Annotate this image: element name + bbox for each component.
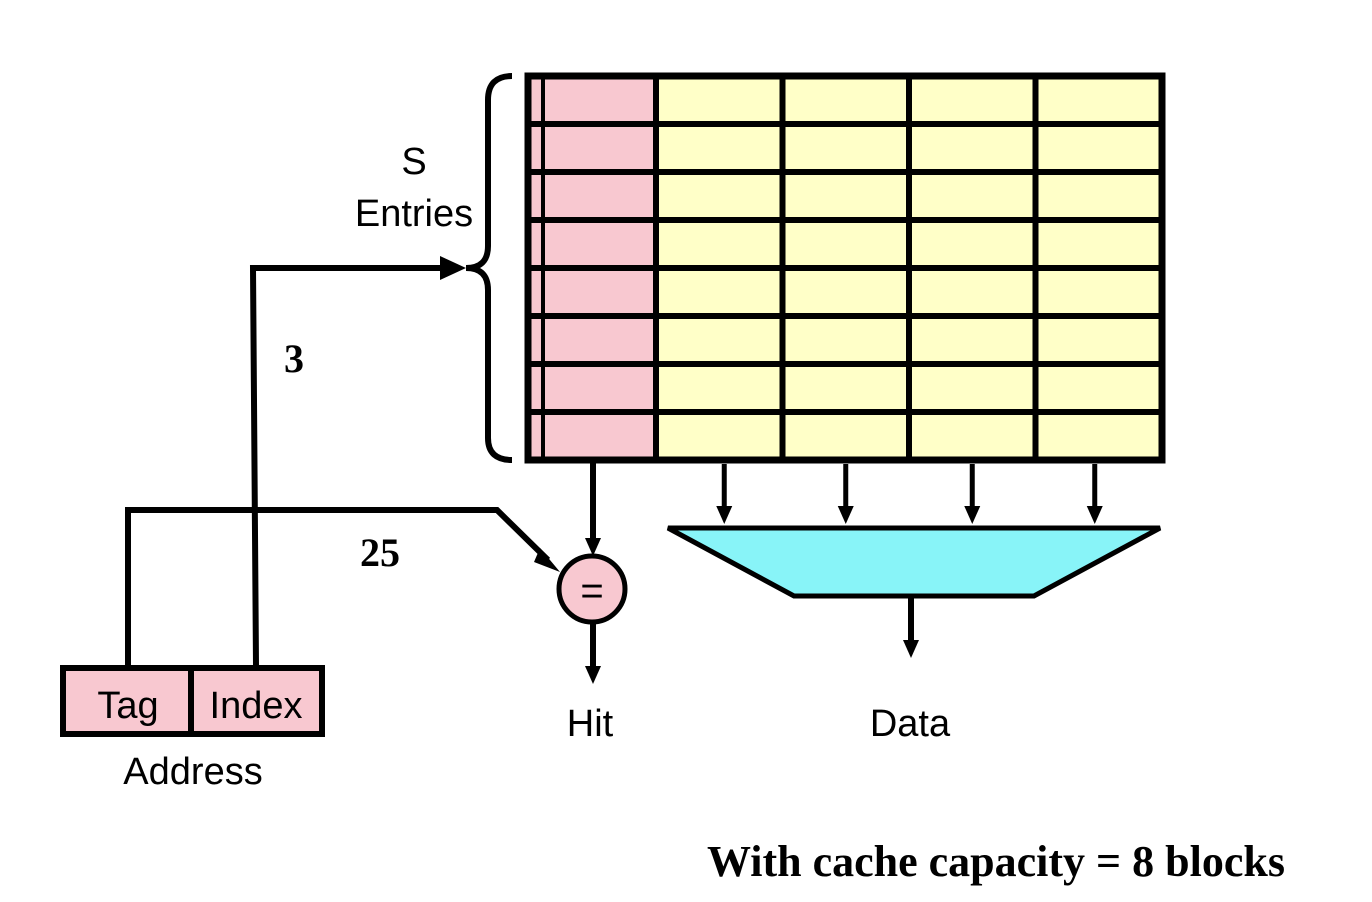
address-label: Address (123, 751, 262, 793)
hit-arrowhead (585, 666, 601, 684)
hit-label: Hit (567, 703, 614, 745)
tag-field-label: Tag (97, 685, 158, 727)
index-wire (249, 265, 448, 667)
index-bit-width: 3 (284, 336, 304, 381)
entries-label-entries: Entries (355, 193, 473, 235)
data-column-arrows (716, 464, 1103, 524)
tag-wire (125, 507, 551, 666)
stored-tag-arrowhead (585, 538, 601, 556)
cache-array-border (524, 72, 1166, 464)
data-column-arrowhead (1086, 506, 1103, 524)
tag-bit-width: 25 (360, 530, 400, 575)
address-index-field (188, 665, 325, 737)
index-arrowhead (440, 256, 466, 280)
data-column-arrowhead (716, 506, 733, 524)
capacity-caption: With cache capacity = 8 blocks (707, 837, 1285, 886)
data-output-arrowhead (903, 640, 919, 658)
entries-label-s: S (401, 141, 426, 183)
cache-array (524, 72, 1166, 464)
tag-arrowhead (534, 548, 560, 572)
comparator-symbol: = (580, 569, 603, 613)
entries-brace (465, 73, 513, 463)
index-field-label: Index (210, 685, 303, 727)
data-label: Data (870, 703, 951, 745)
data-column-arrowhead (837, 506, 854, 524)
data-multiplexer (666, 525, 1162, 599)
data-column-arrowhead (964, 506, 981, 524)
